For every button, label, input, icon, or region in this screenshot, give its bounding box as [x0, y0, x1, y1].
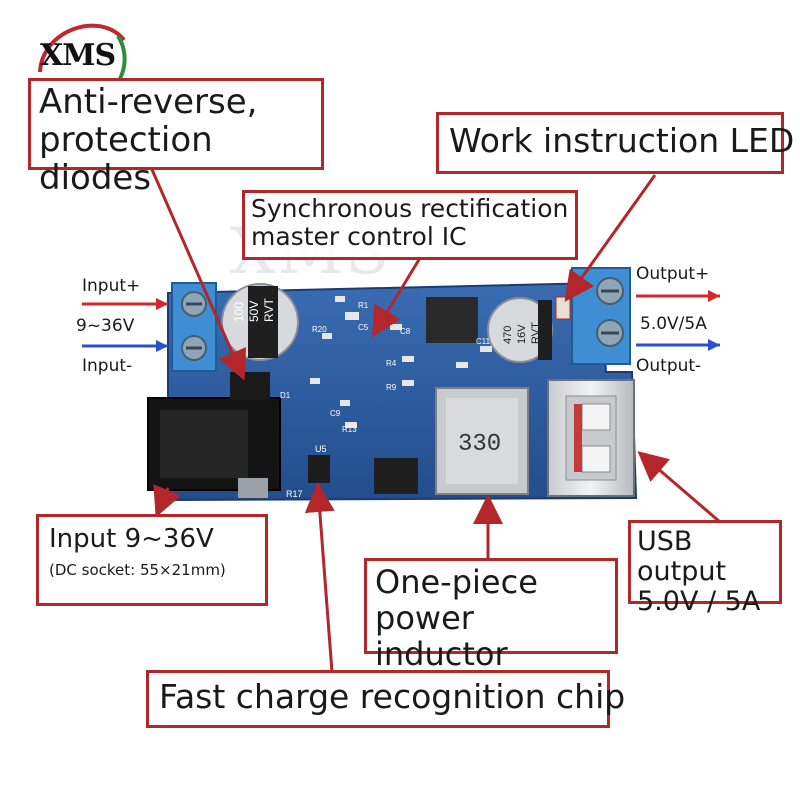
input-range-label: 9~36V [76, 316, 135, 336]
cap-right-marking-1: 470 [502, 326, 514, 344]
callout-sync-ic-line1: Synchronous rectification [251, 194, 569, 223]
callout-input-dc-main: Input 9~36V [49, 524, 214, 554]
capacitor-right [487, 297, 553, 363]
callout-anti-reverse: Anti-reverse, protection diodes [28, 78, 324, 197]
leader-work-led [564, 174, 657, 302]
callout-inductor-line2: power inductor [375, 598, 508, 673]
silk-r9: R9 [386, 383, 397, 392]
inductor-code: 330 [458, 431, 501, 458]
silk-r20: R20 [312, 325, 327, 334]
callout-usb-output-line2: 5.0V / 5A [637, 586, 761, 618]
silk-c9: C9 [330, 409, 341, 418]
fast-charge-chip [308, 455, 330, 483]
output-minus-label: Output- [636, 356, 702, 376]
callout-work-led-text: Work instruction LED [449, 121, 795, 160]
silk-u5: U5 [315, 444, 327, 454]
silk-r1: R1 [358, 301, 369, 310]
callout-anti-reverse-line2: protection diodes [39, 120, 213, 199]
silk-d1: D1 [280, 391, 291, 400]
input-plus-label: Input+ [82, 276, 141, 296]
cap-left-marking-1: 100 [232, 302, 246, 322]
dc-socket [147, 397, 281, 498]
leader-input-dc [153, 484, 182, 518]
callout-fast-charge: Fast charge recognition chip [146, 670, 625, 728]
leader-sync-ic [371, 257, 422, 338]
leader-fast-charge [304, 482, 335, 673]
mosfet-chip [426, 297, 478, 343]
callout-sync-ic-line2: master control IC [251, 222, 467, 251]
silk-c11: C11 [476, 337, 491, 346]
silk-r4: R4 [386, 359, 397, 368]
callout-usb-output: USB output 5.0V / 5A [628, 520, 782, 617]
callout-input-dc-sub: (DC socket: 55×21mm) [49, 561, 226, 580]
output-plus-label: Output+ [636, 264, 710, 284]
callout-inductor-line1: One-piece [375, 563, 538, 601]
input-terminal-block [171, 282, 217, 372]
callout-inductor: One-piece power inductor [364, 558, 618, 671]
cap-right-marking-3: RVT [530, 322, 542, 344]
capacitor-left [221, 283, 299, 361]
leader-usb [637, 451, 721, 524]
silk-r17: R17 [286, 489, 303, 499]
sync-ic-chip [374, 458, 418, 494]
usb-port [547, 379, 635, 497]
silk-c8: C8 [400, 327, 411, 336]
power-inductor [435, 387, 529, 495]
silk-r13: R13 [342, 425, 357, 434]
output-terminal-block [571, 267, 631, 365]
callout-work-led: Work instruction LED [436, 112, 794, 174]
led [555, 296, 571, 320]
callout-input-dc: Input 9~36V (DC socket: 55×21mm) [36, 514, 268, 606]
callout-usb-output-line1: USB output [637, 526, 727, 588]
cap-left-marking-2: 50V [247, 301, 261, 322]
diode-chip [230, 372, 270, 400]
input-minus-label: Input- [82, 356, 133, 376]
leader-anti-reverse [148, 164, 247, 381]
callout-anti-reverse-line1: Anti-reverse, [39, 82, 258, 122]
callout-sync-ic: Synchronous rectification master control… [242, 190, 578, 260]
silk-c5: C5 [358, 323, 369, 332]
cap-right-marking-2: 16V [516, 324, 528, 344]
xms-logo: XMS [40, 38, 116, 73]
callout-fast-charge-text: Fast charge recognition chip [159, 677, 626, 716]
cap-left-marking-3: RVT [262, 298, 276, 322]
output-rating-label: 5.0V/5A [640, 314, 707, 334]
